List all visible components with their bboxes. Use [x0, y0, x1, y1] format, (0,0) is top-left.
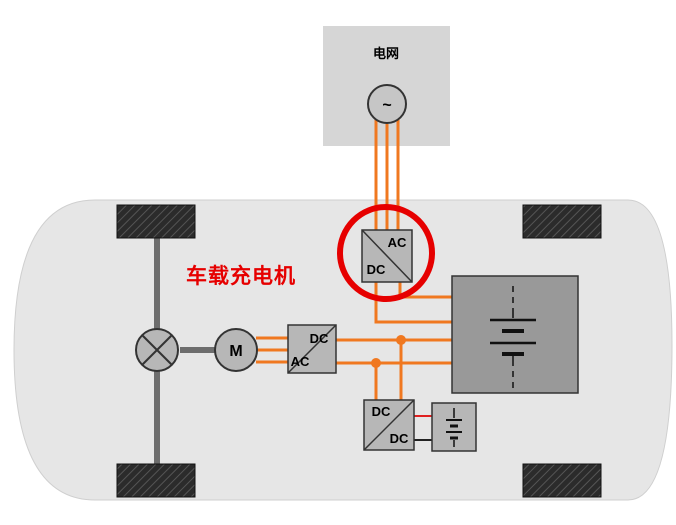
differential-cross: [141, 334, 173, 366]
wheel-front-right: [522, 204, 602, 239]
ac-source-symbol: [367, 84, 407, 124]
motor-symbol: [214, 328, 258, 372]
wheel-rear-right: [522, 463, 602, 498]
converter-diagonal: [287, 324, 337, 374]
power-wiring: [256, 118, 452, 400]
charger-highlight-ring: [337, 204, 435, 302]
hv-battery-box: [451, 275, 579, 394]
motor-label: M: [229, 343, 242, 360]
wheel-front-left: [116, 204, 196, 239]
inverter-dc-label: DC: [310, 331, 329, 346]
junction-dot: [396, 335, 406, 345]
dcdc-top-label: DC: [372, 404, 391, 419]
converter-diagonal: [363, 399, 415, 451]
grid-label: 电网: [373, 46, 399, 61]
inverter-ac-label: AC: [291, 354, 310, 369]
aux-battery-symbol: [446, 408, 462, 447]
wheel-rear-left: [116, 463, 196, 498]
vehicle-body: [13, 199, 673, 501]
dcdc-bottom-label: DC: [390, 431, 409, 446]
ac-source-tilde: ~: [382, 97, 391, 114]
junction-dot: [371, 358, 381, 368]
converter-diagonal: [361, 229, 413, 283]
charger-ac-label: AC: [388, 235, 407, 250]
onboard-charger-label: 车载充电机: [186, 263, 296, 288]
hv-battery-symbol: [490, 286, 536, 388]
charger-dc-label: DC: [367, 262, 386, 277]
